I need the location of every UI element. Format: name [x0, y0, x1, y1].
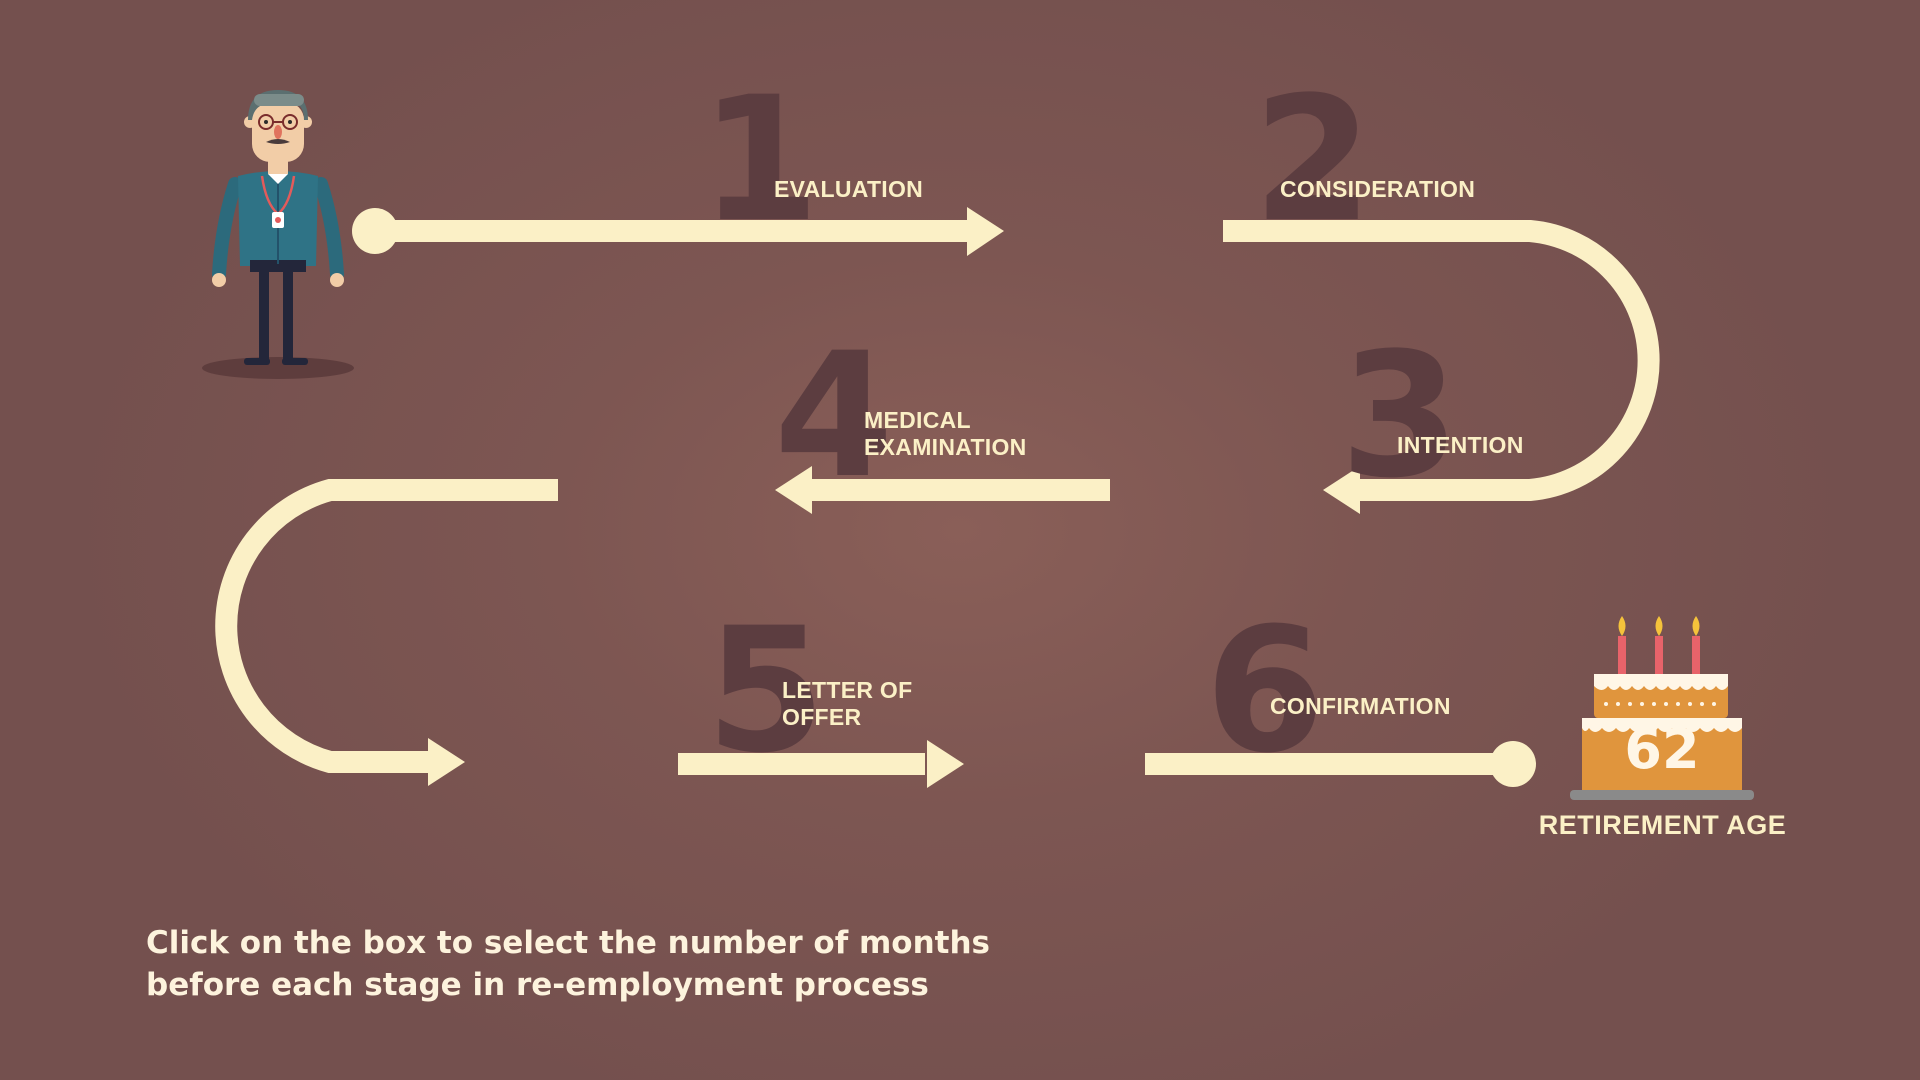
stage-number-3: 3 — [1340, 315, 1460, 516]
stage-1-months-box[interactable] — [700, 80, 940, 215]
stage-5-months-box[interactable] — [706, 612, 926, 742]
arrow-head-4 — [775, 466, 812, 514]
path-segment-4 — [215, 479, 558, 773]
instruction-line-2: before each stage in re-employment proce… — [146, 967, 929, 1003]
stage-number-5: 5 — [706, 590, 826, 791]
stage-number-1: 1 — [700, 59, 820, 260]
path-start-dot — [352, 208, 398, 254]
instruction-line-1: Click on the box to select the number of… — [146, 925, 990, 961]
stage-label-consideration: CONSIDERATION — [1280, 176, 1476, 202]
stage-4-months-box[interactable] — [774, 338, 1044, 468]
stage-number-4: 4 — [774, 315, 894, 516]
instruction-text: Click on the box to select the number of… — [146, 922, 990, 1006]
stage-3-months-box[interactable] — [1340, 338, 1540, 468]
stage-number-6: 6 — [1205, 590, 1325, 791]
stage-number-2: 2 — [1253, 59, 1373, 260]
path-end-dot — [1490, 741, 1536, 787]
arrow-head-1 — [967, 207, 1004, 256]
stage-6-months-box[interactable] — [1205, 612, 1465, 742]
path-segment-2 — [1223, 220, 1660, 501]
retirement-age-value: 62 — [1624, 718, 1700, 781]
arrow-head-6 — [927, 740, 964, 788]
arrow-head-3 — [1323, 466, 1360, 514]
stage-label-intention: INTENTION — [1397, 432, 1524, 458]
stage-label-evaluation: EVALUATION — [774, 176, 924, 202]
birthday-cake-icon — [1570, 616, 1754, 800]
stage-label-confirmation: CONFIRMATION — [1270, 693, 1451, 719]
arrow-head-5 — [428, 738, 465, 786]
stage-label-letter-of-offer: LETTER OF OFFER — [782, 677, 913, 730]
employee-character-illustration — [202, 90, 354, 379]
stage-2-months-box[interactable] — [1253, 80, 1493, 215]
stage-label-medical-examination: MEDICAL EXAMINATION — [864, 407, 1027, 460]
retirement-age-label: RETIREMENT AGE — [1538, 810, 1787, 840]
